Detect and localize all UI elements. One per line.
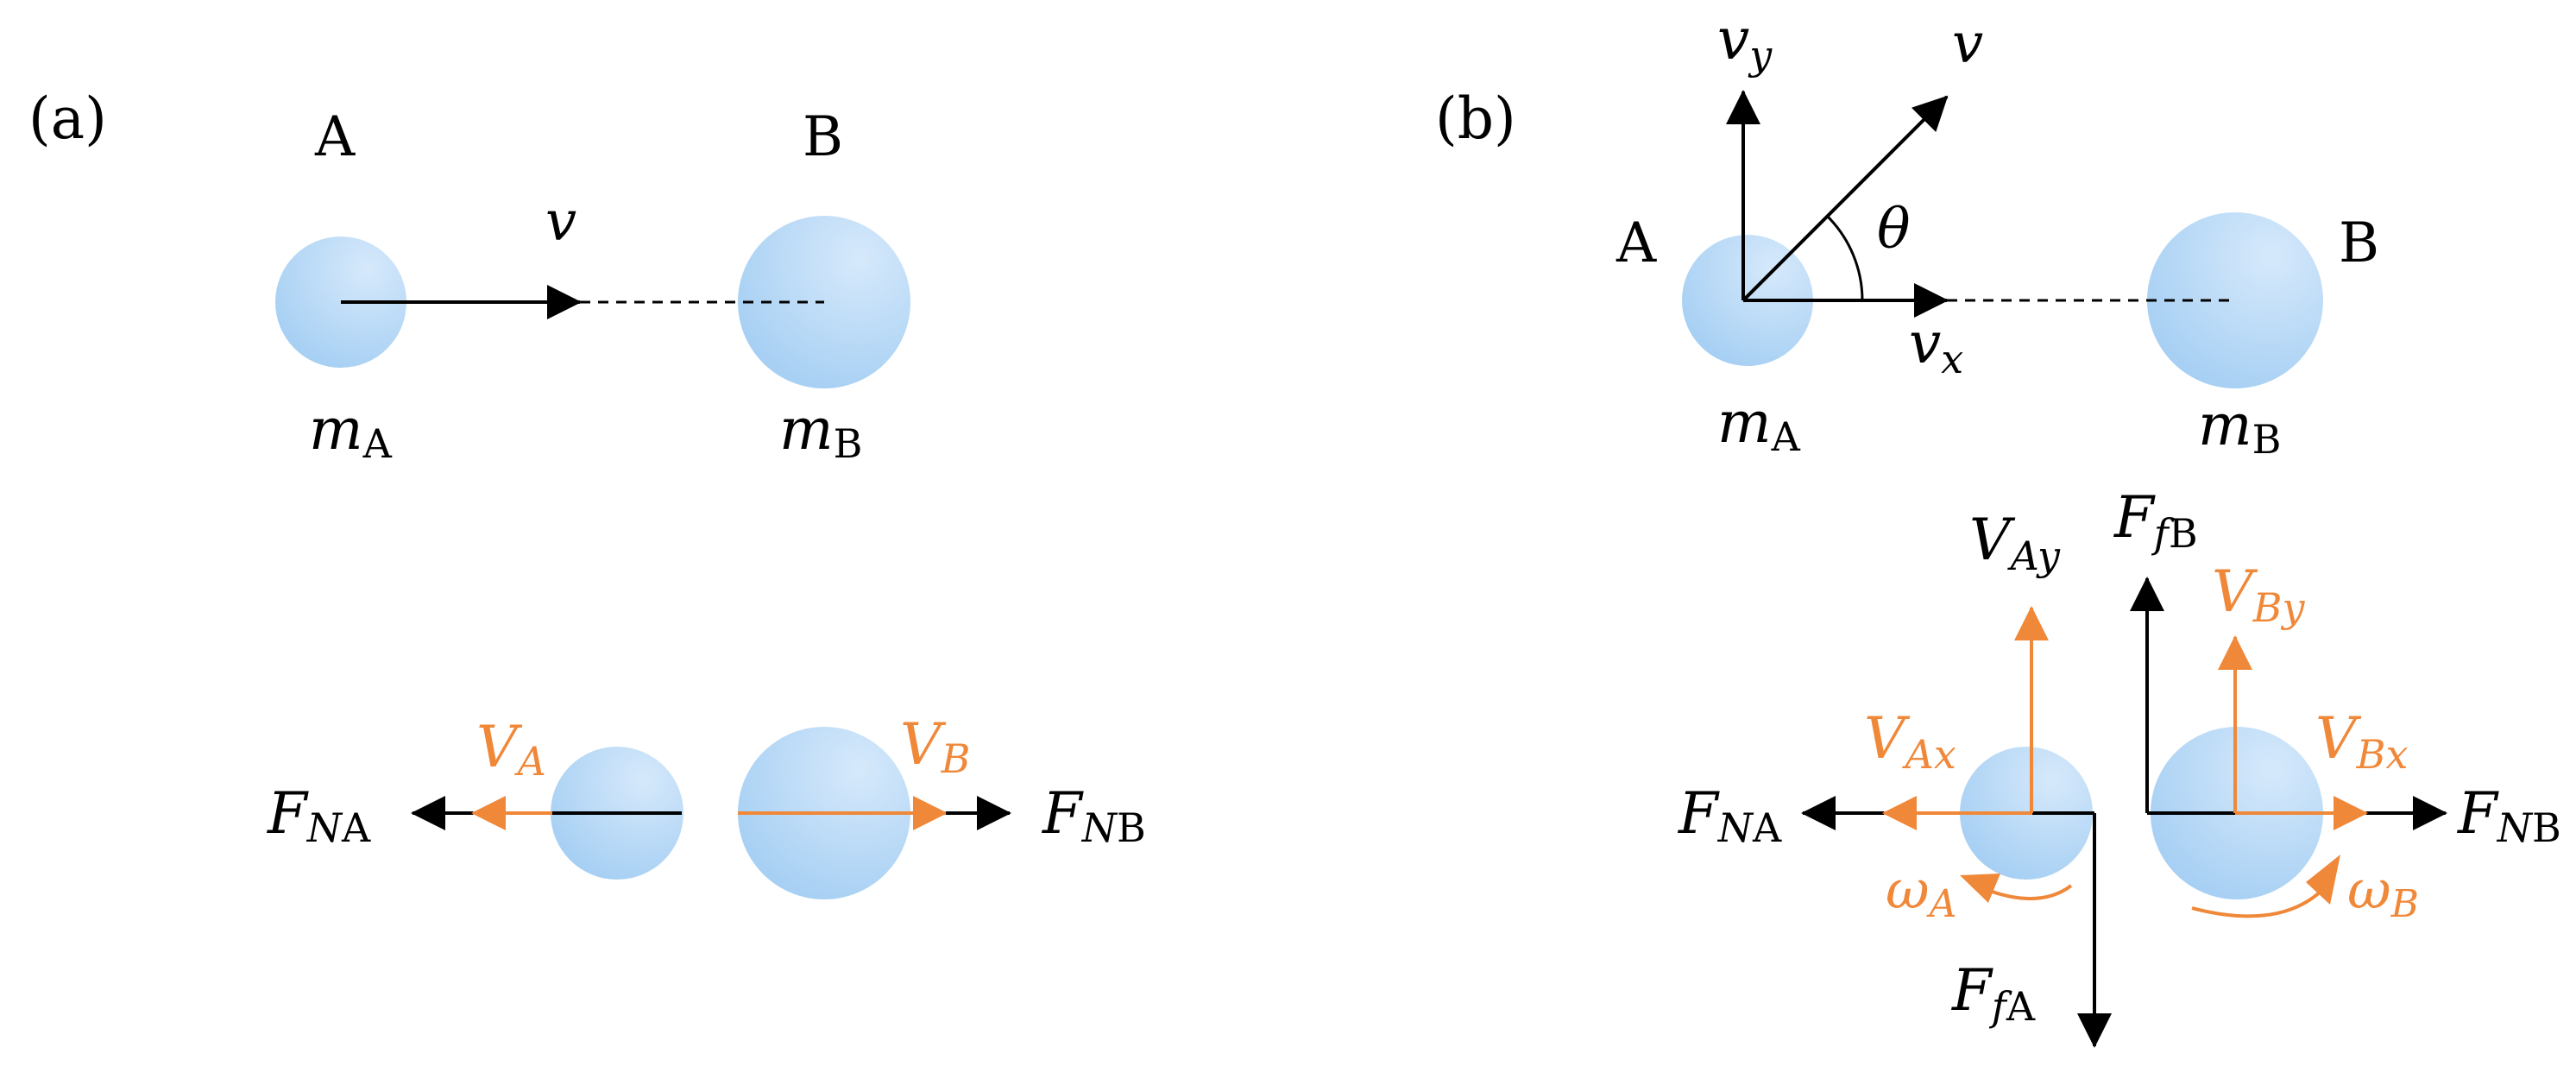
mass-B-label-b: mB — [2198, 392, 2281, 463]
velocity-label: v — [545, 190, 576, 254]
omega-A-label: ωA — [1886, 858, 1956, 926]
velocity-A-after-label: VA — [476, 714, 546, 785]
panel-b-label: (b) — [1435, 85, 1516, 152]
omega-B-arc — [2191, 889, 2323, 918]
normal-force-B-label-b: FNB — [2457, 780, 2561, 851]
friction-force-B-label: FfB — [2113, 484, 2198, 557]
panel-a-label-text: (a) — [28, 85, 107, 152]
mass-A-label-b: mA — [1717, 389, 1801, 460]
label-A: A — [314, 105, 356, 169]
label-B: B — [803, 105, 843, 169]
vy-label: vy — [1717, 6, 1773, 79]
normal-force-A-label-b: FNA — [1678, 780, 1782, 851]
ball-B-b — [2147, 212, 2323, 388]
normal-force-B-label: FNB — [1042, 780, 1146, 851]
mass-A-label: mA — [309, 396, 393, 467]
panel-b: (b) A B vy v vx θ mA mB — [1435, 6, 2561, 1048]
label-A-b: A — [1616, 211, 1657, 275]
omega-A-arrowhead — [1960, 874, 2000, 903]
vAx-label: VAx — [1864, 705, 1956, 778]
omega-B-arrowhead — [2306, 855, 2340, 905]
v-arrow — [1741, 95, 1949, 302]
vx-label: vx — [1909, 310, 1963, 382]
label-B-b: B — [2339, 211, 2379, 275]
omega-A-arc — [1984, 884, 2073, 901]
theta-label: θ — [1877, 198, 1911, 262]
vBx-label: VBx — [2315, 705, 2408, 778]
mass-B-label: mB — [779, 396, 862, 467]
omega-B-label: ωB — [2347, 858, 2419, 926]
panel-a: (a) A B v mA mB VA VB FNA FNB — [28, 85, 1146, 899]
vAy-label: VAy — [1969, 507, 2061, 579]
v-label: v — [1952, 12, 1983, 76]
velocity-B-after-label: VB — [900, 711, 970, 782]
theta-arc — [1825, 214, 1864, 301]
normal-force-A-label: FNA — [267, 780, 371, 851]
friction-force-A-label: FfA — [1951, 957, 2036, 1030]
vBy-label: VBy — [2212, 558, 2305, 631]
